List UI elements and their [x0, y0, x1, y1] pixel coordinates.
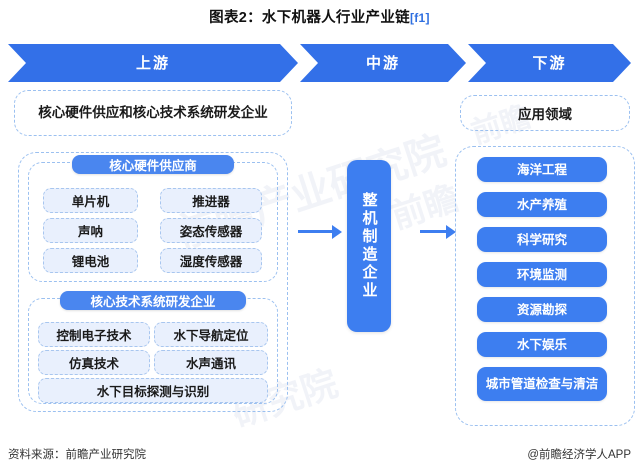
arrow-head — [332, 225, 342, 239]
band-label-downstream: 下游 — [532, 54, 567, 72]
source-label: 资料来源：前瞻产业研究院 — [8, 449, 146, 461]
page-title: 图表2：水下机器人行业产业链[f1] — [0, 6, 639, 27]
technology-item: 控制电子技术 — [38, 322, 150, 347]
technology-item: 仿真技术 — [38, 350, 150, 375]
page-title-text: 图表2：水下机器人行业产业链 — [209, 10, 410, 26]
band-segment-upstream: 上游 — [8, 44, 298, 82]
technology-item: 水下目标探测与识别 — [38, 378, 268, 403]
flow-arrow-upstream-to-midstream — [298, 225, 342, 239]
technology-item: 水声通讯 — [154, 350, 268, 375]
figure-ref-tag: [f1] — [409, 11, 430, 25]
technology-rnd-title-label: 核心技术系统研发企业 — [90, 295, 216, 309]
hardware-supplier-title: 核心硬件供应商 — [72, 155, 234, 174]
hardware-item: 单片机 — [43, 188, 138, 213]
downstream-header-box: 应用领域 — [460, 95, 630, 131]
upstream-header-label: 核心硬件供应和核心技术系统研发企业 — [38, 105, 268, 120]
midstream-manufacturer-label: 整机制造企业 — [360, 192, 378, 300]
flow-arrow-midstream-to-downstream — [420, 225, 456, 239]
arrow-shaft — [298, 230, 332, 233]
hardware-item: 声呐 — [43, 218, 138, 243]
hardware-supplier-title-label: 核心硬件供应商 — [109, 159, 197, 173]
application-item: 资源勘探 — [477, 297, 607, 322]
application-item: 水产养殖 — [477, 192, 607, 217]
application-item: 环境监测 — [477, 262, 607, 287]
band-segment-midstream: 中游 — [300, 44, 466, 82]
application-item: 海洋工程 — [477, 157, 607, 182]
band-label-midstream: 中游 — [365, 54, 400, 72]
hardware-item: 锂电池 — [43, 248, 138, 273]
arrow-head — [446, 225, 456, 239]
application-item: 水下娱乐 — [477, 332, 607, 357]
brand-label: @前瞻经济学人APP — [527, 449, 631, 461]
band-segment-downstream: 下游 — [468, 44, 631, 82]
hardware-item: 湿度传感器 — [160, 248, 262, 273]
upstream-header-box: 核心硬件供应和核心技术系统研发企业 — [14, 90, 292, 136]
midstream-manufacturer-box: 整机制造企业 — [347, 160, 391, 332]
band-label-upstream: 上游 — [135, 54, 170, 72]
upstream-outer-container — [18, 152, 288, 412]
downstream-outer-container — [455, 146, 635, 426]
downstream-header-label: 应用领域 — [518, 107, 572, 122]
application-item: 城市管道检查与清洁 — [477, 367, 607, 401]
arrow-shaft — [420, 230, 446, 233]
hardware-item: 姿态传感器 — [160, 218, 262, 243]
application-item: 科学研究 — [477, 227, 607, 252]
hardware-item: 推进器 — [160, 188, 262, 213]
technology-rnd-title: 核心技术系统研发企业 — [60, 291, 246, 310]
footer: 资料来源：前瞻产业研究院 @前瞻经济学人APP — [0, 446, 639, 462]
value-chain-band: 上游 中游 下游 — [8, 44, 631, 82]
technology-item: 水下导航定位 — [154, 322, 268, 347]
